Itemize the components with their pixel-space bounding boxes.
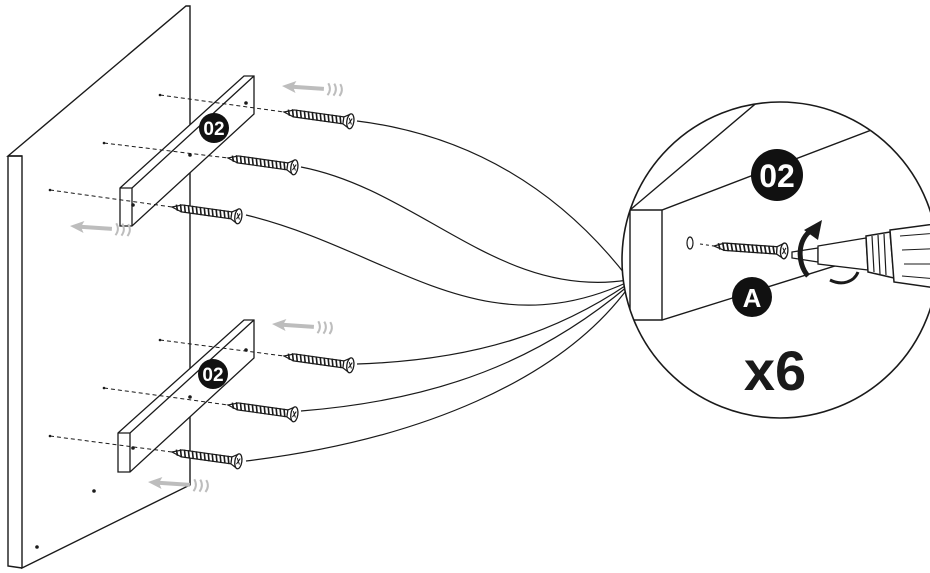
part-label-detail: 02 — [759, 158, 795, 194]
hardware-badge: A — [732, 277, 772, 317]
lower-cleat — [117, 319, 255, 473]
clockwise-rotation-icon — [797, 220, 860, 285]
hardware-label: A — [743, 283, 762, 313]
screw-lower-2 — [226, 396, 300, 424]
part-label-upper: 02 — [203, 119, 224, 140]
quantity-label: x6 — [744, 339, 806, 402]
part-badge-detail: 02 — [751, 149, 803, 201]
detail-callout-lines — [245, 120, 629, 462]
screw-upper-1 — [282, 103, 356, 131]
detail-view — [621, 101, 930, 419]
screwdriver — [791, 221, 930, 291]
screw-lower-1 — [282, 347, 356, 375]
upper-cleat — [119, 75, 255, 227]
screw-upper-2 — [226, 149, 300, 177]
alignment-guide-ticks — [48, 93, 162, 438]
insert-direction-arrow-icon — [280, 79, 344, 98]
part-label-lower: 02 — [202, 365, 223, 386]
part-badge-upper: 02 — [199, 113, 229, 143]
insert-direction-arrow-icon — [270, 317, 334, 336]
part-badge-lower: 02 — [198, 359, 228, 389]
